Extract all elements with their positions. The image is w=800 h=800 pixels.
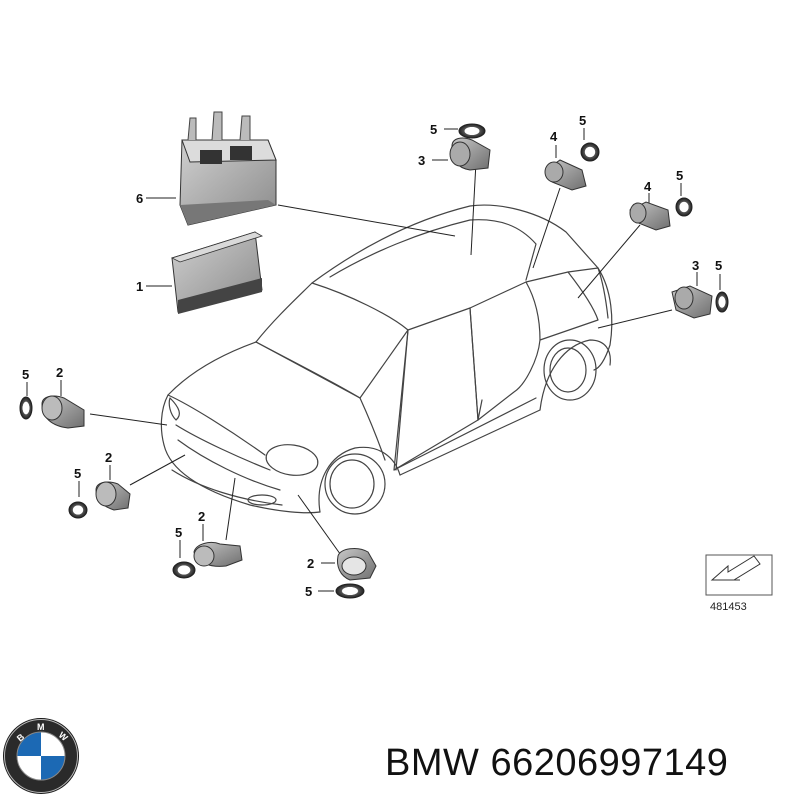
seal-ring-right-a bbox=[675, 197, 693, 217]
brand-part-number: BMW 66206997149 bbox=[385, 738, 795, 788]
control-unit-with-bracket bbox=[179, 111, 277, 226]
sensor-right-b bbox=[671, 285, 713, 319]
sensor-left-mid bbox=[95, 481, 131, 511]
callout-5: 5 bbox=[430, 122, 437, 137]
callout-labels: 6 1 5 3 4 5 4 5 3 5 5 2 5 2 5 2 2 5 bbox=[22, 113, 722, 599]
arrow-icon bbox=[710, 555, 761, 581]
sensor-left-front bbox=[41, 395, 85, 429]
callout-5: 5 bbox=[74, 466, 81, 481]
callout-1: 1 bbox=[136, 279, 143, 294]
sensor-right-a bbox=[629, 201, 671, 231]
sensor-bottom-center bbox=[337, 548, 377, 581]
leader-lines bbox=[26, 128, 721, 592]
callout-2: 2 bbox=[198, 509, 205, 524]
callout-5: 5 bbox=[22, 367, 29, 382]
callout-2: 2 bbox=[307, 556, 314, 571]
reference-box: 481453 bbox=[705, 554, 773, 613]
callout-5: 5 bbox=[579, 113, 586, 128]
callout-6: 6 bbox=[136, 191, 143, 206]
car-outline bbox=[160, 204, 613, 515]
callout-5: 5 bbox=[175, 525, 182, 540]
svg-text:B: B bbox=[15, 731, 27, 743]
seal-ring-bottom-left bbox=[172, 561, 196, 579]
callout-4: 4 bbox=[644, 179, 652, 194]
reference-number: 481453 bbox=[710, 601, 747, 613]
sensor-top-right-a bbox=[544, 159, 587, 191]
callout-4: 4 bbox=[550, 129, 558, 144]
seal-ring-bottom-center bbox=[335, 583, 365, 599]
callout-2: 2 bbox=[105, 450, 112, 465]
callout-3: 3 bbox=[692, 258, 699, 273]
callout-5: 5 bbox=[676, 168, 683, 183]
seal-ring-left-mid bbox=[68, 501, 88, 519]
svg-text:M: M bbox=[37, 722, 45, 732]
callout-3: 3 bbox=[418, 153, 425, 168]
seal-ring-left-front bbox=[19, 396, 33, 420]
seal-ring-right-b bbox=[715, 291, 729, 313]
callout-2: 2 bbox=[56, 365, 63, 380]
bmw-logo: B M W bbox=[3, 718, 79, 794]
part-number: 66206997149 bbox=[490, 742, 729, 784]
callout-5: 5 bbox=[715, 258, 722, 273]
sensor-bottom-left bbox=[193, 541, 243, 567]
callout-5: 5 bbox=[305, 584, 312, 599]
seal-ring-top-right-a bbox=[580, 142, 600, 162]
brand-name: BMW bbox=[385, 742, 480, 784]
control-module bbox=[170, 231, 263, 314]
sensor-top-center bbox=[449, 137, 491, 171]
seal-ring-top-center bbox=[458, 123, 486, 139]
